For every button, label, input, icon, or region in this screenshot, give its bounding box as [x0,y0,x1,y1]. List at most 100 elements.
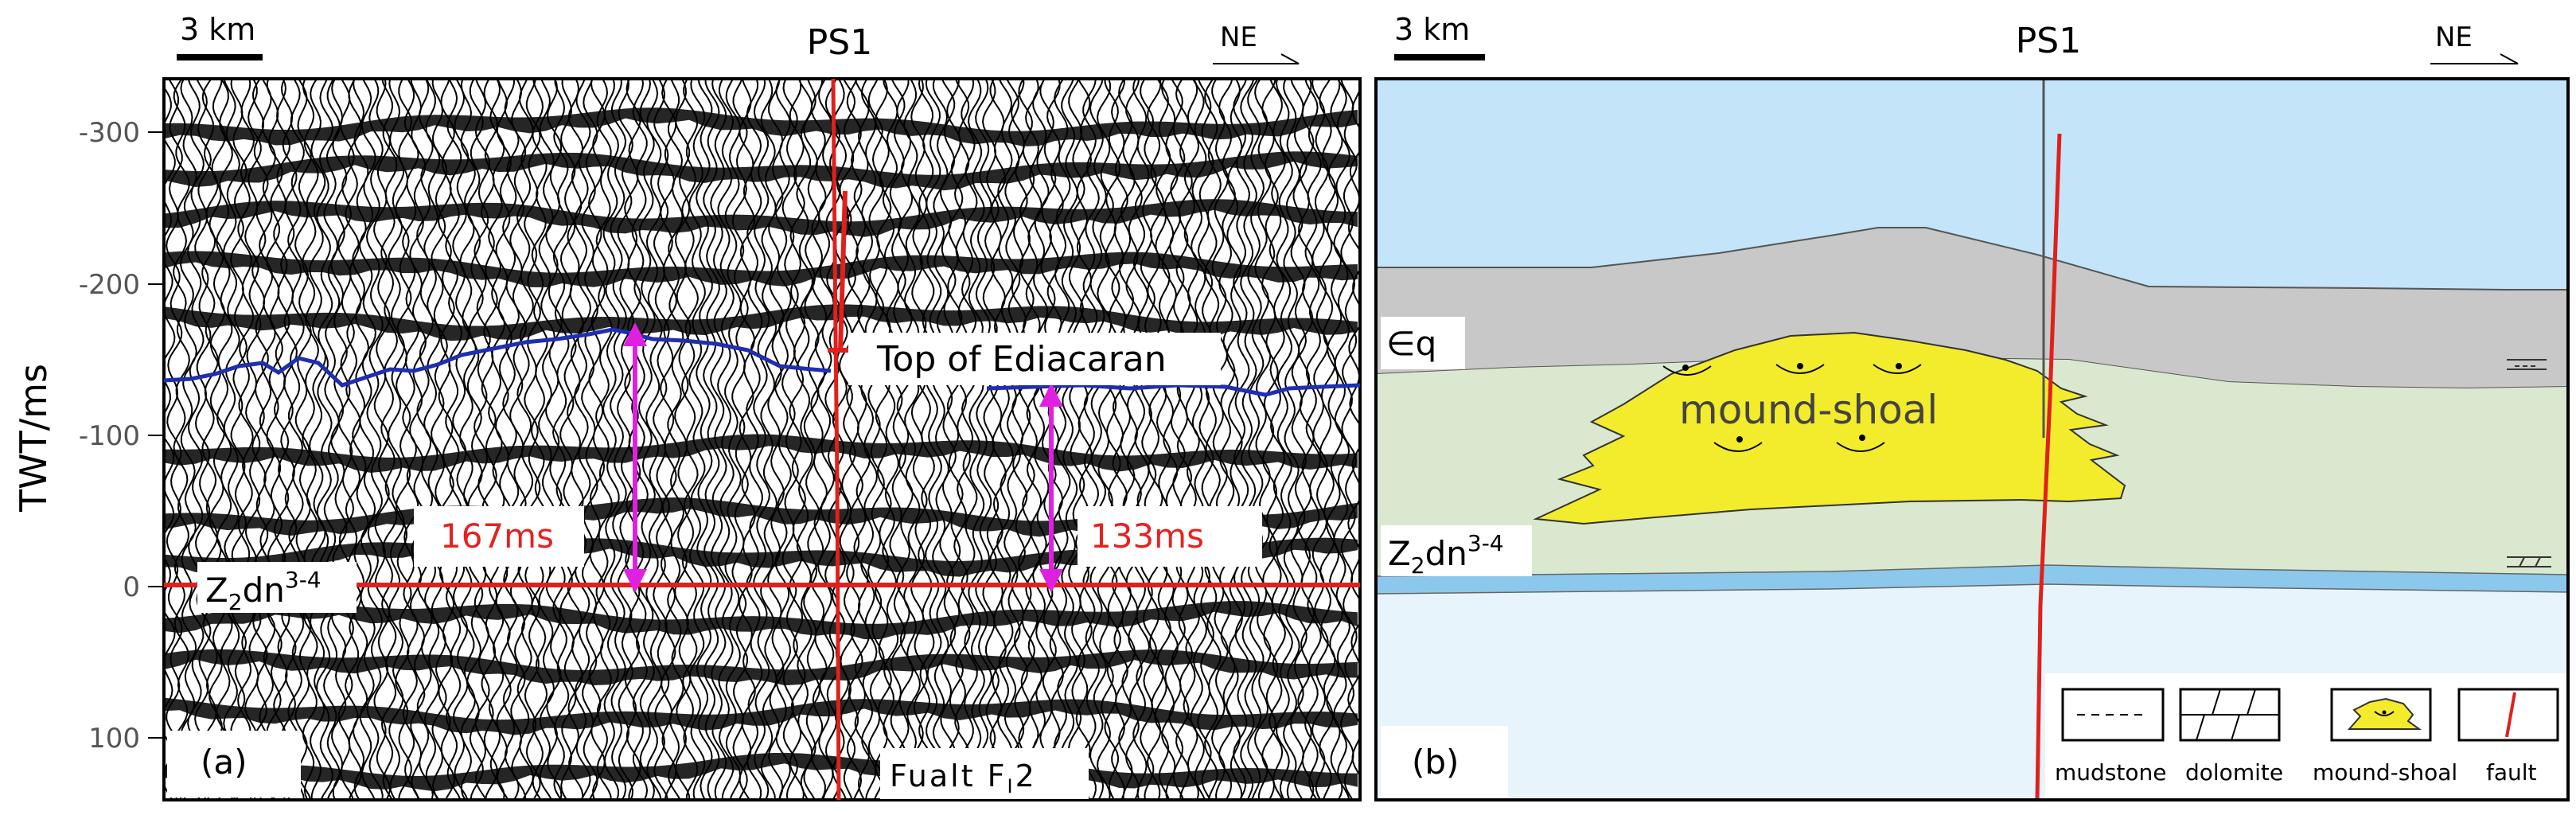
seismic-trace [1089,79,1107,800]
seismic-trace [458,79,477,800]
seismic-trace [201,79,220,800]
y-tick: -200 [79,269,164,301]
fault-line-b [2035,133,2062,801]
seismic-trace [860,79,878,800]
seismic-trace [1233,79,1251,800]
legend: mudstone dolomite mound-shoal [2045,673,2567,799]
seismic-trace [330,79,348,800]
seismic-reflector-band [164,304,1358,341]
seismic-trace [1068,79,1086,800]
seismic-trace [1339,79,1358,800]
seismic-trace [309,79,326,800]
y-tick-label: -300 [79,117,140,149]
y-tick: 100 [88,723,164,755]
seismic-trace [280,79,298,800]
seismic-trace [703,79,720,800]
seismic-trace [1240,79,1257,800]
legend-item-mudstone: mudstone [2055,688,2166,786]
seismic-trace [480,79,499,800]
seismic-reflector-band [164,107,1358,147]
seismic-trace [988,79,1007,800]
seismic-trace [867,79,885,800]
thickness-right-label: 133ms [1090,517,1204,556]
seismic-trace [961,79,978,800]
seismic-trace [223,79,240,800]
direction-arrow-b: NE [2430,21,2519,64]
scale-bar-b [1394,54,1485,60]
seismic-trace [996,79,1015,800]
top-ediacaran-horizon [163,327,832,388]
seismic-trace [981,79,1000,800]
legend-label: dolomite [2185,759,2283,786]
seismic-trace [316,79,333,800]
seismic-trace [903,79,921,800]
seismic-reflector-band [164,151,1358,191]
mound-shoal-label: mound-shoal [1679,387,1938,433]
seismic-trace [1103,79,1121,800]
seismic-trace [194,79,212,800]
seismic-trace [875,79,892,800]
seismic-trace [380,79,399,800]
seismic-trace [358,79,376,800]
seismic-trace [495,79,512,800]
seismic-trace [667,79,685,800]
seismic-trace [1210,79,1229,800]
seismic-trace [967,79,986,800]
well-name-b: PS1 [2016,21,2081,61]
seismic-trace [409,79,427,800]
seismic-trace [431,79,448,800]
seismic-trace [953,79,971,800]
seismic-trace [1132,79,1151,800]
seismic-trace [1289,79,1307,800]
seismic-trace [975,79,992,800]
seismic-trace [251,79,269,800]
seismic-trace [1282,79,1301,800]
seismic-trace [395,79,413,800]
seismic-trace [1332,79,1350,800]
mound-shoal-symbols [1662,363,1922,452]
seismic-trace [502,79,520,800]
seismic-trace [1254,79,1272,800]
seismic-trace [445,79,462,800]
seismic-trace [1275,79,1293,800]
seismic-trace [302,79,320,800]
fault-offset-arrow [828,190,850,353]
direction-arrow-a: NE [1213,21,1300,64]
seismic-trace [173,79,190,800]
panel-b: 3 km PS1 NE mound-shoal ∈q Z2dn3-4 [1374,12,2570,801]
y-tick: -300 [79,117,164,149]
seismic-trace [466,79,484,800]
seismic-trace [918,79,935,800]
legend-label: fault [2486,759,2537,786]
direction-label-b: NE [2435,21,2473,53]
y-tick-label: -200 [79,269,140,301]
seismic-trace [287,79,305,800]
scale-bar-label-b: 3 km [1394,12,1470,47]
seismic-trace [1118,79,1136,800]
seismic-trace [337,79,355,800]
panel-letter-b: (b) [1412,743,1459,782]
seismic-trace [164,79,176,800]
seismic-trace [473,79,491,800]
seismic-trace [1197,79,1214,800]
seismic-trace [438,79,455,800]
lower-unit-label: Z2dn3-4 [1388,530,1504,579]
seismic-trace [166,79,183,800]
panel-letter-a: (a) [201,743,247,782]
seismic-trace [1160,79,1179,800]
y-tick: 0 [123,571,164,603]
seismic-trace [882,79,899,800]
seismic-trace [180,79,197,800]
seismic-trace [889,79,906,800]
seismic-trace [1261,79,1279,800]
seismic-reflector-band [164,697,1358,735]
upper-unit-label: ∈q [1386,324,1436,363]
seismic-trace [1226,79,1244,800]
seismic-trace [1204,79,1222,800]
panel-a: 3 km PS1 NE TWT/ms -300 -200 -100 0 [12,12,1362,801]
seismic-trace [237,79,255,800]
seismic-trace [208,79,226,800]
seismic-trace [1175,79,1193,800]
seismic-trace [1124,79,1143,800]
seismic-reflector-band [164,752,1358,792]
